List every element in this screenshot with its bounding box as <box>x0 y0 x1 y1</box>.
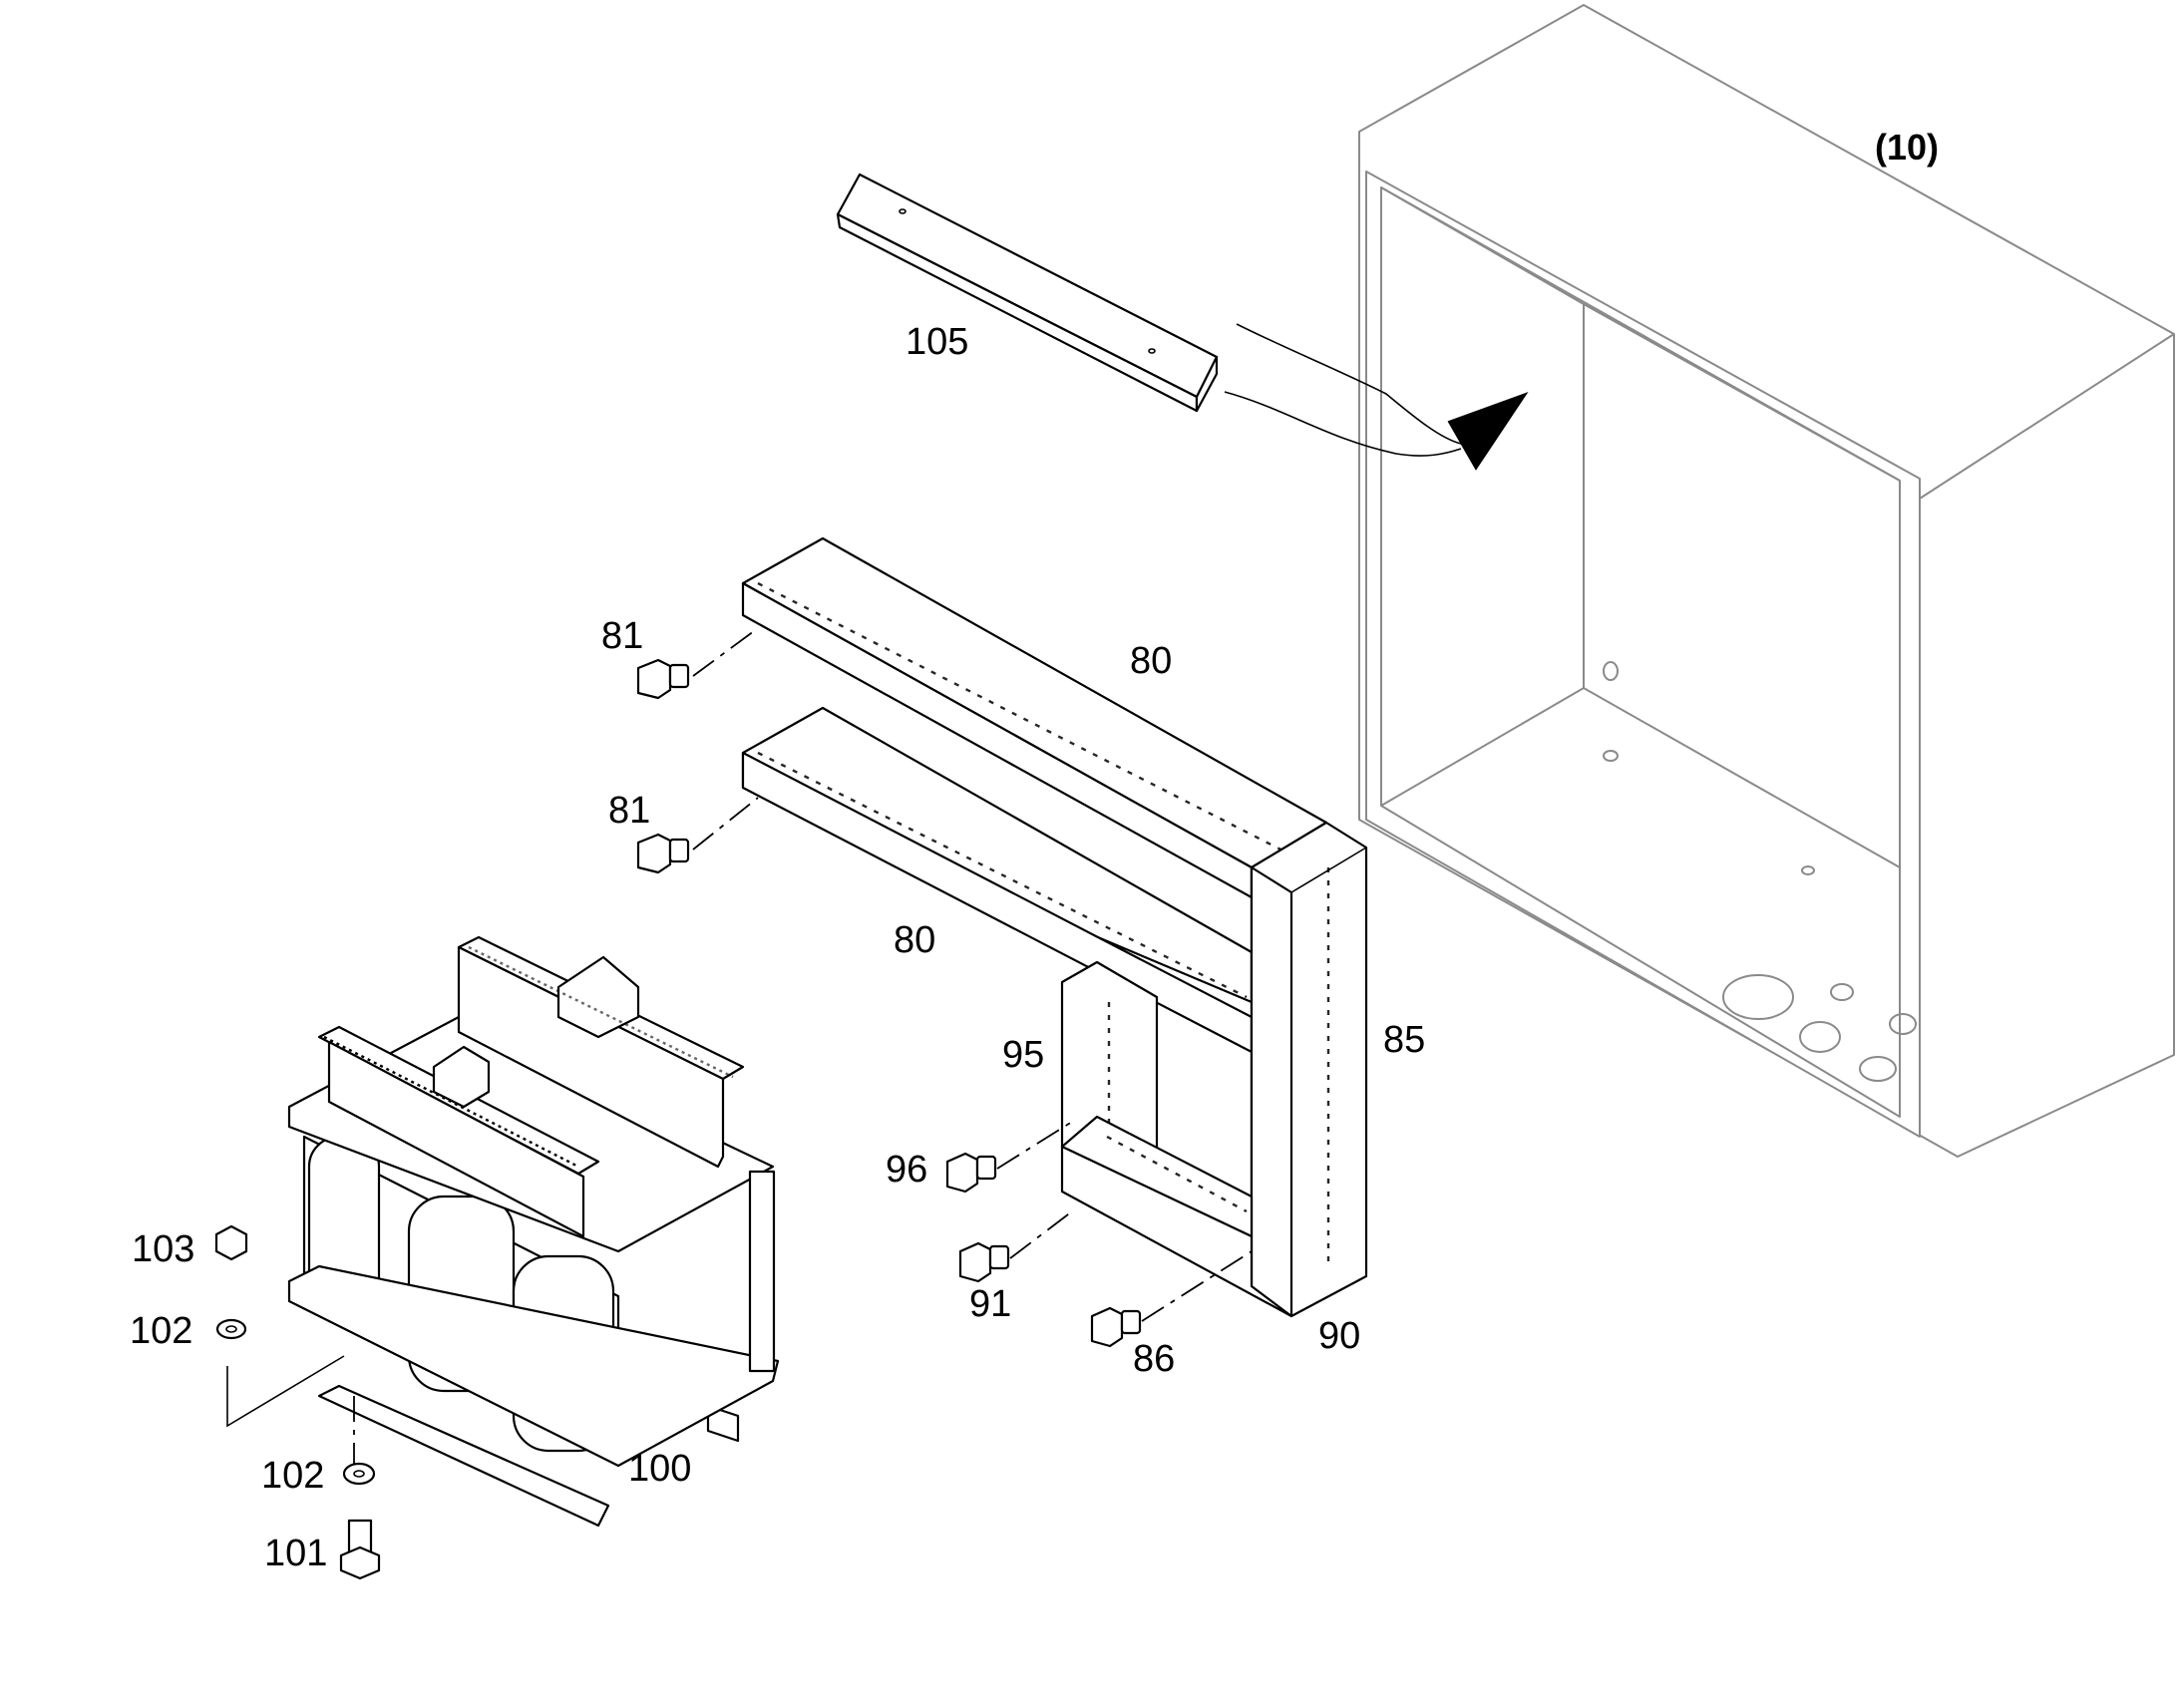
install-arrow <box>1224 323 1529 471</box>
callout-91: 91 <box>969 1283 1011 1325</box>
screw-96 <box>945 1121 1073 1194</box>
vertical-cable-duct <box>1250 821 1368 1318</box>
screw-91 <box>958 1210 1073 1283</box>
callout-81-upper: 81 <box>601 615 643 657</box>
callout-105: 105 <box>906 321 968 363</box>
callout-86: 86 <box>1133 1338 1175 1380</box>
callout-96: 96 <box>886 1149 927 1191</box>
short-cable-duct <box>1060 960 1293 1318</box>
callout-90: 90 <box>1318 1315 1360 1357</box>
assembly-label: (10) <box>1875 127 1939 168</box>
screw-86 <box>1090 1250 1253 1348</box>
callout-100: 100 <box>628 1448 691 1490</box>
enclosure-box <box>1358 4 2175 1158</box>
hardware-stack <box>214 1224 381 1580</box>
screw-81-lower <box>636 797 759 874</box>
callout-80-upper: 80 <box>1130 640 1172 682</box>
callout-95: 95 <box>1002 1034 1044 1076</box>
callout-103: 103 <box>132 1228 194 1270</box>
transformer <box>287 935 780 1528</box>
callout-85: 85 <box>1383 1019 1425 1061</box>
callout-101: 101 <box>264 1533 327 1574</box>
cover-strip <box>836 172 1219 413</box>
callout-102-upper: 102 <box>130 1310 192 1352</box>
screw-81-upper <box>636 627 759 700</box>
callout-80-lower: 80 <box>894 919 935 961</box>
callout-81-lower: 81 <box>608 790 650 832</box>
callout-102-lower: 102 <box>261 1455 324 1497</box>
